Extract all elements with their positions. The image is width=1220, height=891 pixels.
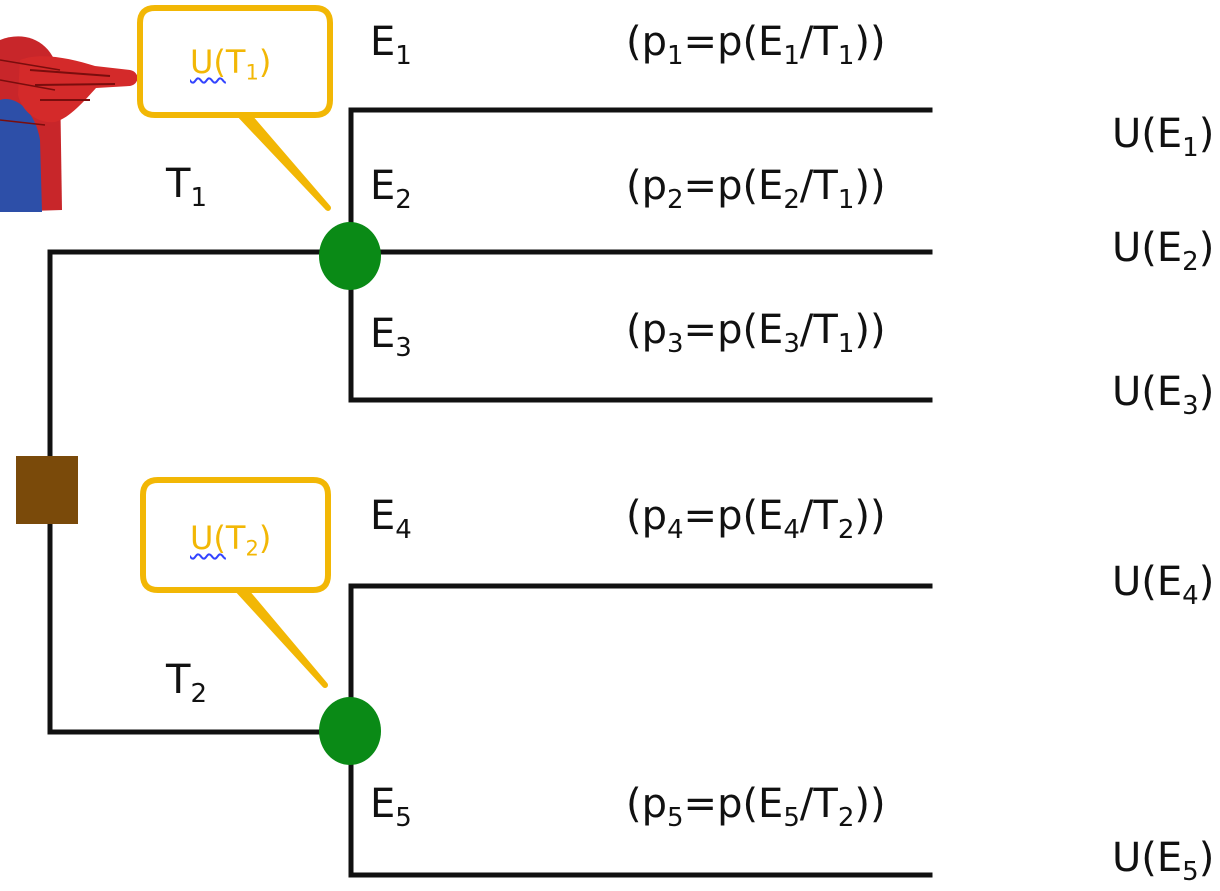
branch-label-t2: T2 bbox=[166, 657, 207, 710]
event-label-e2: E2 bbox=[370, 163, 412, 216]
probability-label-5: (p5=p(E5/T2)) bbox=[626, 781, 886, 834]
callout-label-t1: U(T1) bbox=[190, 43, 272, 85]
utility-label-e1: U(E1) bbox=[1112, 111, 1215, 164]
event-label-e4: E4 bbox=[370, 493, 412, 546]
utility-label-e4: U(E4) bbox=[1112, 559, 1215, 612]
decision-node bbox=[16, 456, 78, 524]
pointing-hand-icon bbox=[0, 36, 138, 212]
branch-label-t1: T1 bbox=[166, 161, 207, 214]
callout-fn: U( bbox=[190, 43, 226, 81]
probability-label-3: (p3=p(E3/T1)) bbox=[626, 307, 886, 360]
probability-label-1: (p1=p(E1/T1)) bbox=[626, 19, 886, 72]
event-label-e1: E1 bbox=[370, 19, 412, 72]
utility-label-e2: U(E2) bbox=[1112, 225, 1215, 278]
chance-node-t2 bbox=[319, 697, 381, 765]
callout-label-t2: U(T2) bbox=[190, 519, 272, 561]
event-label-e5: E5 bbox=[370, 781, 412, 834]
utility-label-e5: U(E5) bbox=[1112, 835, 1215, 888]
event-label-e3: E3 bbox=[370, 311, 412, 364]
chance-node-t1 bbox=[319, 222, 381, 290]
callout-fn: U( bbox=[190, 519, 226, 557]
probability-label-4: (p4=p(E4/T2)) bbox=[626, 493, 886, 546]
utility-label-e3: U(E3) bbox=[1112, 369, 1215, 422]
callout-bubble-t2 bbox=[140, 477, 331, 688]
callout-bubble-t1 bbox=[137, 5, 333, 211]
probability-label-2: (p2=p(E2/T1)) bbox=[626, 163, 886, 216]
